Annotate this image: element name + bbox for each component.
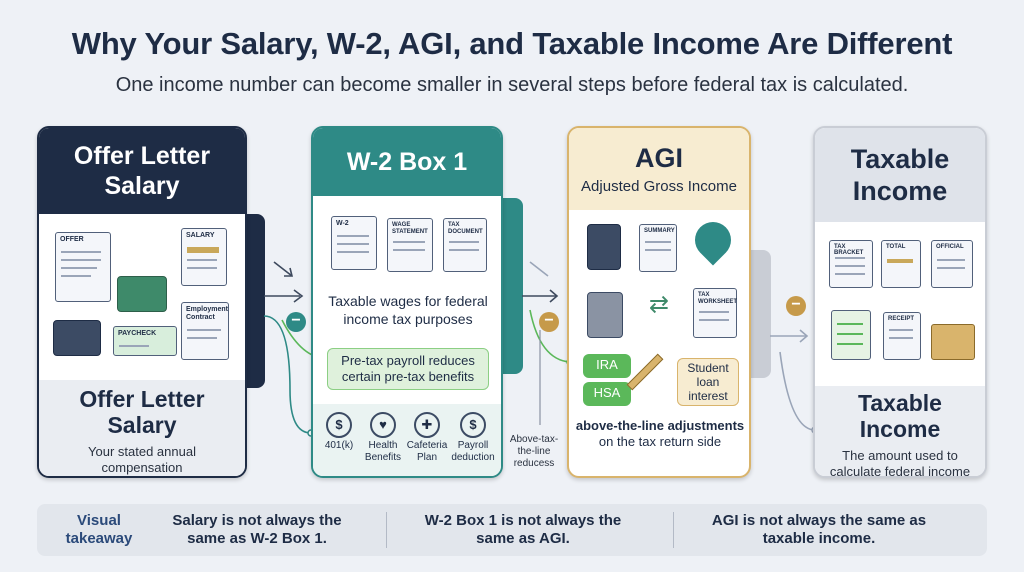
- heart-icon: ♥: [370, 412, 396, 438]
- page-subtitle: One income number can become smaller in …: [115, 74, 909, 96]
- salary-document-icon: SALARY: [181, 228, 227, 286]
- official-document-icon: OFFICIAL: [931, 240, 973, 288]
- paycheck-icon: PAYCHECK: [113, 326, 177, 356]
- ira-pill: IRA: [583, 354, 631, 378]
- agi-card-subheading: Adjusted Gross Income: [581, 178, 737, 195]
- offer-card-footer: Offer Letter Salary Your stated annual c…: [39, 380, 245, 476]
- pretax-pill: Pre-tax payroll reduces certain pre-tax …: [327, 348, 489, 390]
- w2-card-heading: W-2 Box 1: [313, 128, 501, 196]
- takeaway-divider-1: [386, 512, 387, 548]
- employment-contract-icon: Employment Contract: [181, 302, 229, 360]
- agi-sidebar: [749, 250, 771, 378]
- tax-document-icon: TAX DOCUMENT: [443, 218, 487, 272]
- benefit-health: ♥ Health Benefits: [361, 412, 405, 464]
- benefits-strip: $ 401(k) ♥ Health Benefits ✚ Cafeteria P…: [313, 404, 501, 476]
- agi-card-header: AGI Adjusted Gross Income: [569, 128, 749, 210]
- summary-document-icon: SUMMARY: [639, 224, 677, 272]
- taxable-card-heading: Taxable Income: [815, 128, 985, 222]
- takeaway-point-2: W-2 Box 1 is not always the same as AGI.: [424, 512, 622, 547]
- minus-icon-2: −: [539, 312, 559, 332]
- offer-card: Offer Letter Salary OFFER SALARY PAYCHEC…: [37, 126, 247, 478]
- connector-note: Above-tax-the-line reducess: [509, 434, 559, 469]
- takeaway-label: Visual takeaway: [65, 512, 133, 547]
- taxable-card-footer: Taxable Income The amount used to calcul…: [815, 386, 985, 476]
- agi-card: AGI Adjusted Gross Income SUMMARY ⇄ TAX …: [567, 126, 751, 478]
- w2-sidebar: [501, 198, 523, 374]
- offer-document-icon: OFFER: [55, 232, 111, 302]
- checklist-clipboard-icon: [831, 310, 871, 360]
- calculator-icon: [587, 224, 621, 270]
- offer-card-heading: Offer Letter Salary: [39, 128, 245, 214]
- tax-bracket-icon: TAX BRACKET: [829, 240, 873, 288]
- takeaway-bar: Visual takeaway Salary is not always the…: [37, 504, 987, 556]
- agi-card-heading: AGI: [634, 143, 683, 173]
- student-loan-pill: Student loan interest: [677, 358, 739, 406]
- receipt-icon: RECEIPT: [883, 312, 921, 360]
- briefcase-icon: [117, 276, 167, 312]
- benefit-payroll: $ Payroll deduction: [451, 412, 495, 464]
- taxable-card: Taxable Income TAX BRACKET TOTAL OFFICIA…: [813, 126, 987, 478]
- w2-description: Taxable wages for federal income tax pur…: [328, 293, 488, 327]
- w2-card: W-2 Box 1 W-2 WAGE STATEMENT TAX DOCUMEN…: [311, 126, 503, 478]
- benefit-401k: $ 401(k): [317, 412, 361, 452]
- takeaway-point-3: AGI is not always the same as taxable in…: [711, 512, 927, 547]
- calculator-icon-2: [587, 292, 623, 338]
- minus-icon-1: −: [286, 312, 306, 332]
- benefit-401k-icon: $: [326, 412, 352, 438]
- offer-sidebar: [245, 214, 265, 388]
- pencil-icon: [626, 353, 664, 391]
- folder-icon: [931, 324, 975, 360]
- w2-form-icon: W-2: [331, 216, 377, 270]
- agi-description: above-the-line adjustments on the tax re…: [575, 418, 745, 449]
- page-title: Why Your Salary, W-2, AGI, and Taxable I…: [71, 26, 953, 61]
- plus-icon: ✚: [414, 412, 440, 438]
- minus-icon-3: −: [786, 296, 806, 316]
- takeaway-divider-2: [673, 512, 674, 548]
- check-pin-icon: [687, 214, 739, 266]
- tax-worksheet-icon: TAX WORKSHEET: [693, 288, 737, 338]
- payroll-icon: $: [460, 412, 486, 438]
- takeaway-point-1: Salary is not always the same as W-2 Box…: [172, 512, 342, 547]
- briefcase-icon-dark: [53, 320, 101, 356]
- wage-statement-icon: WAGE STATEMENT: [387, 218, 433, 272]
- swap-arrows-icon: ⇄: [648, 291, 670, 318]
- hsa-pill: HSA: [583, 382, 631, 406]
- total-calculator-icon: TOTAL: [881, 240, 921, 288]
- benefit-cafeteria: ✚ Cafeteria Plan: [405, 412, 449, 464]
